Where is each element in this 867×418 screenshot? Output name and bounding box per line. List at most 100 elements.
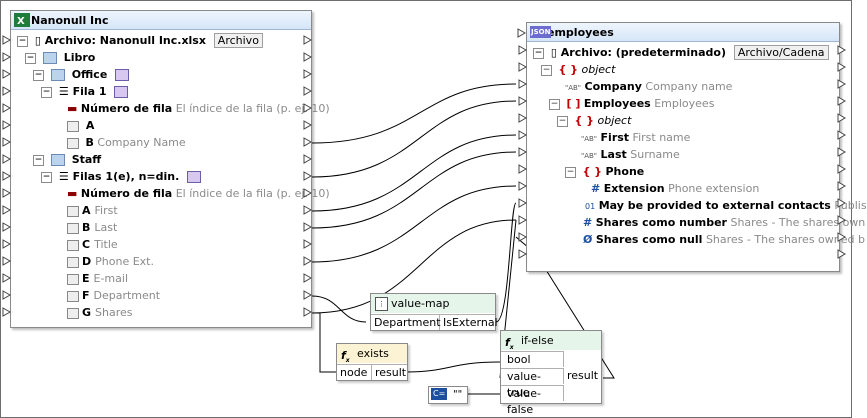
- collapse-icon[interactable]: −: [565, 166, 576, 178]
- target-object1-row[interactable]: − { } object: [541, 61, 615, 78]
- collapse-icon[interactable]: −: [33, 69, 44, 81]
- source-input-connector[interactable]: [2, 69, 12, 79]
- source-output-connector[interactable]: [303, 120, 313, 130]
- target-output-connector[interactable]: [837, 198, 847, 208]
- exists-component[interactable]: fx exists node result: [336, 343, 408, 381]
- settings-icon[interactable]: [115, 69, 130, 81]
- value-map-component[interactable]: ⋮ value-map Department IsExternal: [370, 293, 498, 331]
- target-shares-number-row[interactable]: # Shares como number Shares - The shares…: [583, 214, 865, 231]
- source-filas-row[interactable]: − ☰ Filas 1(e), n=din.: [41, 168, 204, 185]
- source-output-connector[interactable]: [303, 188, 313, 198]
- source-output-connector[interactable]: [303, 137, 313, 147]
- target-output-connector[interactable]: [837, 96, 847, 106]
- value-map-output-isexternal[interactable]: IsExternal: [440, 314, 498, 330]
- source-input-connector[interactable]: [2, 273, 12, 283]
- source-output-connector[interactable]: [303, 171, 313, 181]
- target-output-connector[interactable]: [837, 181, 847, 191]
- exists-output-result[interactable]: result: [372, 364, 407, 380]
- target-output-connector[interactable]: [837, 79, 847, 89]
- source-staff-row[interactable]: − Staff: [33, 151, 101, 168]
- constant-value[interactable]: "": [453, 389, 463, 400]
- source-input-connector[interactable]: [2, 35, 12, 45]
- source-title-bar[interactable]: X Nanonull Inc: [11, 11, 311, 30]
- source-input-connector[interactable]: [2, 239, 12, 249]
- source-output-connector[interactable]: [303, 256, 313, 266]
- target-input-connector[interactable]: [518, 96, 528, 106]
- source-input-connector[interactable]: [2, 205, 12, 215]
- target-company-row[interactable]: "AB" Company Company name: [565, 78, 732, 95]
- source-output-connector[interactable]: [303, 222, 313, 232]
- target-extension-row[interactable]: # Extension Phone extension: [591, 180, 759, 197]
- target-input-connector[interactable]: [518, 181, 528, 191]
- collapse-icon[interactable]: −: [25, 52, 36, 64]
- source-input-connector[interactable]: [2, 120, 12, 130]
- target-input-connector[interactable]: [518, 79, 528, 89]
- target-input-connector[interactable]: [517, 28, 527, 38]
- source-input-connector[interactable]: [2, 307, 12, 317]
- source-input-connector[interactable]: [2, 171, 12, 181]
- source-fila1-row[interactable]: − ☰ Fila 1: [41, 83, 131, 100]
- if-else-title-bar[interactable]: fx if-else: [501, 331, 601, 351]
- source-output-connector[interactable]: [303, 307, 313, 317]
- if-else-output-result[interactable]: result: [567, 369, 599, 382]
- value-map-input-department[interactable]: Department: [371, 314, 441, 330]
- target-object2-row[interactable]: − { } object: [557, 112, 631, 129]
- source-output-connector[interactable]: [303, 69, 313, 79]
- target-last-row[interactable]: "AB" Last Surname: [581, 146, 680, 163]
- target-input-connector[interactable]: [518, 113, 528, 123]
- source-input-connector[interactable]: [2, 137, 12, 147]
- target-component[interactable]: JSON employees − ▯ Archivo: (predetermin…: [526, 22, 867, 272]
- source-numero-fila-row[interactable]: ▬ Número de fila El índice de la fila (p…: [67, 100, 330, 117]
- source-input-connector[interactable]: [2, 154, 12, 164]
- collapse-icon[interactable]: −: [557, 115, 568, 127]
- target-output-connector[interactable]: [837, 45, 847, 55]
- source-archivo-button[interactable]: Archivo: [213, 33, 263, 48]
- source-output-connector[interactable]: [303, 103, 313, 113]
- target-archivo-row[interactable]: − ▯ Archivo: (predeterminado) Archivo/Ca…: [533, 44, 829, 61]
- source-output-connector[interactable]: [303, 86, 313, 96]
- collapse-icon[interactable]: −: [549, 98, 560, 110]
- if-else-component[interactable]: fx if-else bool value-true value-false r…: [500, 330, 602, 416]
- target-output-connector[interactable]: [837, 215, 847, 225]
- target-phone-row[interactable]: − { } Phone: [565, 163, 644, 180]
- collapse-icon[interactable]: −: [41, 86, 52, 98]
- target-output-connector[interactable]: [837, 62, 847, 72]
- source-output-connector[interactable]: [303, 35, 313, 45]
- if-else-input-value-true[interactable]: value-true: [501, 368, 564, 399]
- target-output-connector[interactable]: [837, 130, 847, 140]
- source-output-connector[interactable]: [303, 290, 313, 300]
- settings-icon[interactable]: [114, 86, 129, 98]
- target-input-connector[interactable]: [518, 45, 528, 55]
- source-colB-row[interactable]: B Company Name: [67, 134, 186, 151]
- target-first-row[interactable]: "AB" First First name: [581, 129, 690, 146]
- source-input-connector[interactable]: [2, 52, 12, 62]
- collapse-icon[interactable]: −: [533, 47, 544, 59]
- source-office-row[interactable]: − Office: [33, 66, 132, 83]
- source-output-connector[interactable]: [303, 273, 313, 283]
- target-employees-row[interactable]: − [ ] Employees Employees: [549, 95, 714, 112]
- target-output-connector[interactable]: [837, 249, 847, 259]
- target-input-connector[interactable]: [518, 198, 528, 208]
- source-output-connector[interactable]: [303, 52, 313, 62]
- source-input-connector[interactable]: [2, 222, 12, 232]
- target-input-connector[interactable]: [518, 147, 528, 157]
- target-input-connector[interactable]: [518, 62, 528, 72]
- constant-component[interactable]: C= "": [428, 386, 468, 404]
- source-archivo-row[interactable]: − ▯ Archivo: Nanonull Inc.xlsx Archivo: [17, 32, 263, 49]
- target-output-connector[interactable]: [837, 147, 847, 157]
- source-component[interactable]: X Nanonull Inc − ▯ Archivo: Nanonull Inc…: [10, 10, 330, 328]
- collapse-icon[interactable]: −: [41, 171, 52, 183]
- target-output-connector[interactable]: [837, 164, 847, 174]
- source-input-connector[interactable]: [2, 256, 12, 266]
- collapse-icon[interactable]: −: [33, 154, 44, 166]
- target-title-bar[interactable]: JSON employees: [527, 23, 839, 42]
- target-maybe-row[interactable]: 01 May be provided to external contacts …: [585, 197, 867, 214]
- target-shares-null-row[interactable]: Ø Shares como null Shares - The shares o…: [583, 231, 865, 248]
- if-else-input-bool[interactable]: bool: [501, 351, 564, 367]
- target-input-connector[interactable]: [518, 130, 528, 140]
- target-archivo-button[interactable]: Archivo/Cadena: [733, 45, 829, 60]
